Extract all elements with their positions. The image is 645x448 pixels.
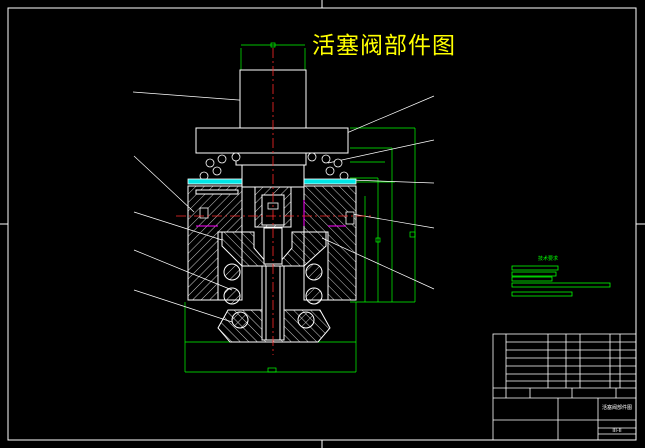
title-block-number: III-II — [612, 428, 622, 434]
title-block-name: 活塞阀部件图 — [601, 405, 632, 411]
technical-notes-title: 技术要求 — [538, 256, 559, 262]
center-line — [176, 48, 374, 355]
seat-plates — [187, 178, 357, 185]
technical-notes — [511, 265, 611, 297]
top-spring-coils — [199, 152, 349, 181]
title-block — [492, 333, 637, 441]
valve-core — [221, 186, 327, 267]
highlight-marks — [196, 200, 346, 227]
drawing-title: 活塞阀部件图 — [312, 33, 456, 59]
